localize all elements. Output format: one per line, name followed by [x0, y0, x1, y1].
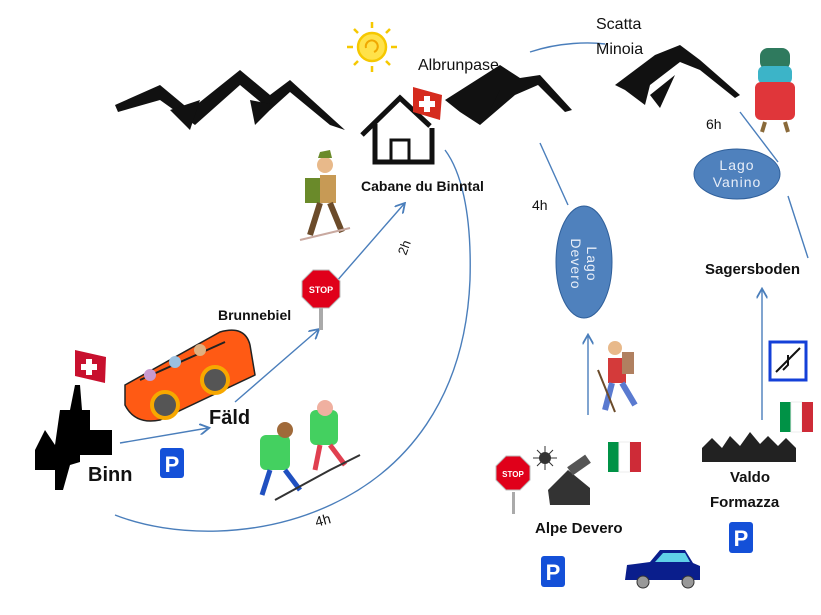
binn-village-church-icon	[35, 385, 112, 490]
route-binn-loop	[114, 149, 471, 532]
label-binn: Binn	[88, 464, 133, 486]
svg-text:P: P	[546, 560, 561, 585]
route-albrun-devero	[539, 142, 569, 206]
lake-vanino-line1: Lago	[719, 157, 755, 173]
hiker-walking-illustration-icon	[597, 341, 638, 413]
label-alpe-devero: Alpe Devero	[535, 520, 623, 537]
swiss-flag-icon	[413, 87, 442, 120]
mountain-range-right-icon	[615, 45, 740, 108]
duration-6h: 6h	[706, 116, 722, 132]
duration-4h-devero: 4h	[532, 197, 548, 213]
svg-text:STOP: STOP	[502, 470, 524, 479]
formazza-village-icon	[702, 432, 796, 462]
label-cabane-du-binntal: Cabane du Binntal	[361, 178, 484, 194]
backpack-illustration-icon	[755, 48, 795, 133]
bus-illustration-icon	[124, 329, 256, 422]
parking-sign-formazza-icon: P	[729, 522, 753, 553]
italian-flag-devero-icon	[608, 441, 641, 473]
route-faeld-brunnebiel	[234, 330, 318, 403]
lake-devero-label: Lago Devero	[568, 224, 600, 304]
mountain-range-left-icon	[115, 70, 345, 130]
stop-sign-alpe-devero-icon: STOP	[495, 455, 531, 514]
route-albrun-minoia	[529, 42, 606, 53]
lake-devero-line2: Devero	[568, 238, 584, 290]
svg-text:STOP: STOP	[309, 285, 333, 295]
lake-vanino-line2: Vanino	[712, 174, 762, 190]
route-lines	[114, 42, 809, 532]
italian-flag-formazza-icon	[780, 401, 813, 433]
cabane-house-icon	[360, 94, 435, 165]
ski-lift-sign-icon	[768, 340, 808, 382]
route-minoia-vanino	[739, 111, 779, 163]
stop-sign-icon: STOP	[301, 269, 341, 330]
lake-vanino	[693, 148, 781, 200]
sun-icon	[347, 22, 397, 72]
label-faeld: Fäld	[209, 407, 251, 429]
label-albrunpass: Albrunpase	[418, 57, 499, 74]
label-valdo: Valdo	[730, 469, 771, 486]
label-minoia: Minoia	[596, 41, 644, 58]
svg-text:P: P	[165, 452, 180, 477]
hiker-illustration-icon	[299, 150, 351, 241]
label-scatta: Scatta	[596, 16, 642, 33]
mountain-range-middle-icon	[445, 65, 572, 125]
route-binn-faeld	[119, 428, 208, 444]
label-formazza: Formazza	[710, 494, 780, 511]
hikers-pair-illustration-icon	[259, 400, 361, 501]
route-vanino-sagersboden	[787, 195, 809, 259]
alpe-devero-hut-icon	[533, 446, 591, 505]
label-brunnebiel: Brunnebiel	[218, 307, 292, 323]
lake-devero	[555, 205, 613, 319]
lake-vanino-label: Lago Vanino	[697, 157, 777, 191]
parking-sign-faeld-icon: P	[160, 448, 184, 478]
label-sagersboden: Sagersboden	[705, 261, 801, 278]
svg-text:P: P	[734, 526, 749, 551]
lake-devero-line1: Lago	[584, 246, 600, 282]
swiss-flag-binn-icon	[75, 350, 106, 383]
parking-sign-alpe-devero-icon: P	[541, 556, 565, 587]
car-illustration-icon	[625, 550, 700, 589]
